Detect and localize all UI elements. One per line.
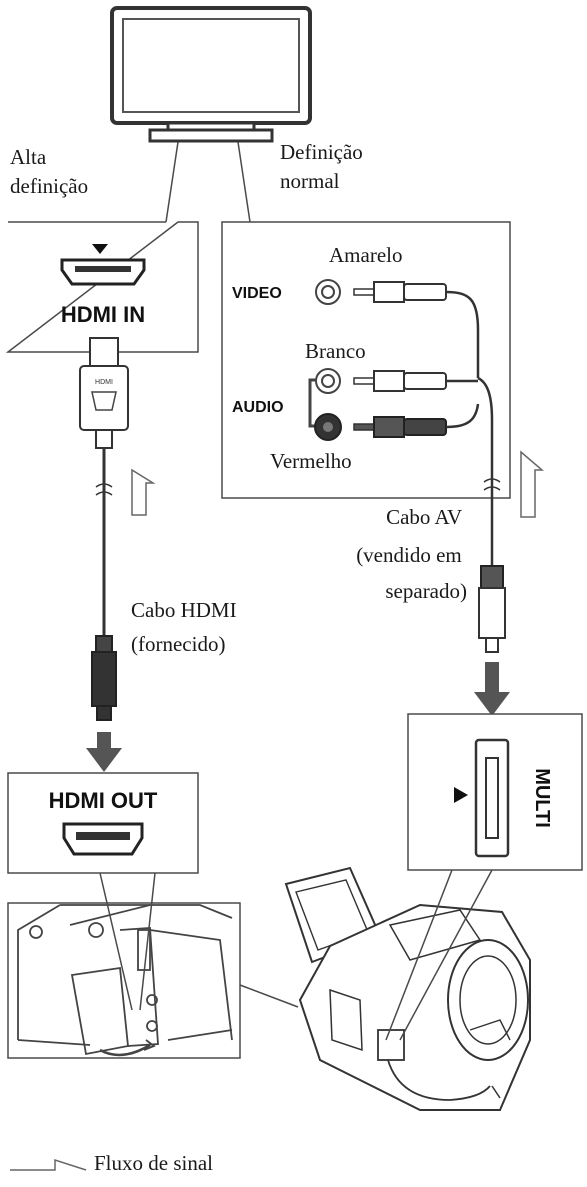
rca-plug-yellow: [353, 281, 447, 303]
yellow-label: Amarelo: [329, 243, 402, 267]
signal-flow-arrow-av: [520, 450, 545, 518]
signal-flow-legend-label: Fluxo de sinal: [94, 1151, 213, 1175]
signal-flow-arrow-hdmi: [131, 468, 156, 516]
av-multi-plug: [478, 565, 506, 653]
hdmi-plug-top: HDMI: [79, 337, 129, 449]
red-label: Vermelho: [270, 449, 352, 473]
connect-arrow-multi: [474, 662, 510, 716]
audio-label: AUDIO: [232, 399, 284, 416]
hdmi-cable-label: Cabo HDMI (fornecido): [131, 598, 242, 656]
multi-marker-icon: [454, 787, 468, 803]
standard-definition-label: Definição normal: [280, 140, 368, 193]
camcorder-icon: [284, 866, 531, 1111]
svg-text:Cabo AV (vendido em: Cabo AV (vendido em separado): [356, 505, 467, 603]
hdmi-in-label: HDMI IN: [61, 302, 145, 327]
multi-port-icon: [474, 738, 510, 858]
audio-bracket: [308, 378, 318, 428]
av-cable-label: Cabo AV (vendido em separado): [356, 505, 467, 603]
hdmi-out-label: HDMI OUT: [49, 788, 158, 813]
video-label: VIDEO: [232, 285, 282, 302]
hdmi-plug-bottom: [91, 635, 117, 721]
signal-flow-legend-icon: [10, 1158, 87, 1171]
av-cable-break: [483, 478, 501, 491]
connect-arrow-hdmi: [86, 732, 122, 772]
hdmi-cable-break: [95, 483, 113, 496]
video-jack-icon: [315, 279, 341, 305]
white-label: Branco: [305, 339, 366, 363]
camcorder-hdmi-closeup: [7, 902, 241, 1059]
rca-plug-red: [353, 416, 447, 438]
audio-red-jack-icon: [314, 413, 342, 441]
av-cable-wires: [445, 290, 494, 566]
rca-plug-white: [353, 370, 447, 392]
hdmi-out-port-icon: [62, 822, 144, 856]
hdmi-in-panel: [5, 221, 199, 353]
multi-label: MULTI: [531, 768, 553, 828]
hdmi-plug-print: HDMI: [95, 379, 113, 386]
high-definition-label: Alta definição: [10, 145, 88, 198]
audio-white-jack-icon: [315, 368, 341, 394]
hdmi-in-port-icon: [60, 244, 146, 286]
av-panel: [221, 221, 511, 499]
tv-icon: [110, 6, 312, 143]
